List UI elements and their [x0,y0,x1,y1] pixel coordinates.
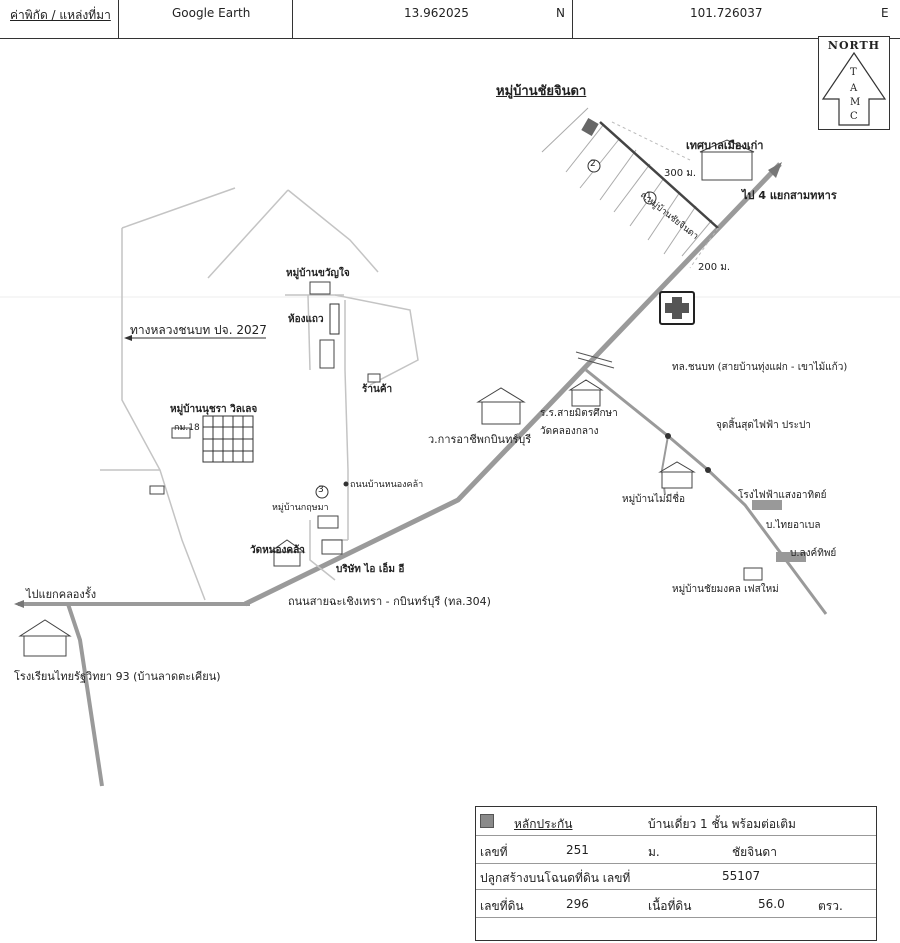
header-bar: ค่าพิกัด / แหล่งที่มา Google Earth 13.96… [0,0,900,39]
road-south [66,603,104,787]
arrow-ne [768,162,782,178]
label-municipality: เทศบาลเมืองเก่า [686,139,764,152]
number-label: เลขที่ [480,845,508,859]
north-arrow-icon [821,51,887,126]
label-to-4way: ไป 4 แยกสามทหาร [742,189,837,202]
label-village-nutsara: หมู่บ้านนุชรา วิลเลจ [170,404,258,415]
deed-value: 55107 [722,869,761,883]
label-num-1: 1 [646,191,652,201]
main-highway [243,162,782,607]
source-value: Google Earth [172,6,251,20]
collateral-swatch [480,814,494,828]
label-power-plant: โรงไฟฟ้าแสงอาทิตย์ [738,490,827,501]
label-village-mai: หมู่บ้านไม่มีชื่อ [622,494,685,505]
north-arrow: NORTH T A M C [818,36,890,130]
latitude-value: 13.962025 [404,6,469,20]
label-townhouse: ห้องแถว [288,314,324,325]
longitude-dir: E [881,6,889,20]
latitude-dir: N [556,6,565,20]
land-no-label: เลขที่ดิน [480,899,524,913]
moo-label: ม. [648,845,660,859]
number-value: 251 [566,843,589,857]
label-dist-300: 300 ม. [664,168,697,179]
label-km18: กม.18 [174,423,200,433]
location-map [0,107,900,787]
label-num-3: 3 [318,485,324,495]
label-nongkla-road: ถนนบ้านหนองคล้า [350,480,424,490]
label-rural-road2: ทล.ชนบท (สายบ้านทุ่งแฝก - เขาไม้แก้ว) [672,362,848,373]
north-letter-a: A [850,83,858,94]
area-label: เนื้อที่ดิน [648,899,692,913]
village-grid [202,415,254,463]
label-school-bottom: โรงเรียนไทยรัฐวิทยา 93 (บ้านลาดตะเคียน) [14,670,221,683]
label-village-chaimongkol: หมู่บ้านชัยมงคล เฟสใหม่ [672,584,779,595]
coord-label: ค่าพิกัด / แหล่งที่มา [10,8,111,22]
collateral-label: หลักประกัน [514,817,573,831]
longitude-value: 101.726037 [690,6,763,20]
north-letter-t: T [850,67,857,78]
label-bthai: บ.ไทยอาเบล [766,520,821,531]
label-main-road: ถนนสายฉะเชิงเทรา - กบินทร์บุรี (ทล.304) [288,595,491,608]
label-college: ว.การอาชีพกบินทร์บุรี [428,433,532,446]
label-village-kwanjai: หมู่บ้านขวัญใจ [286,268,350,279]
label-school-vocational: ร.ร.สายมิตรศึกษา [540,408,618,419]
label-rural-road: ทางหลวงชนบท ปจ. 2027 [130,323,267,337]
house-icons [18,139,763,657]
label-to-klongrung: ไปแยกคลองรั้ง [26,588,97,601]
label-village-kutsuma: หมู่บ้านกฤษมา [272,503,329,513]
house-type: บ้านเดี่ยว 1 ชั้น พร้อมต่อเติม [648,817,796,831]
label-power-end: จุดสิ้นสุดไฟฟ้า ประปา [716,420,811,431]
label-wat-nongkla: วัดหนองคล้า [250,545,305,556]
moo-value: ชัยจินดา [732,845,777,859]
north-letter-c: C [850,111,858,122]
north-letter-m: M [850,97,861,108]
label-bsongthip: บ.ลงค์ทิพย์ [790,548,837,559]
arrow-west [14,600,24,608]
land-no-value: 296 [566,897,589,911]
label-village-top: หมู่บ้านชัยจินดา [496,84,587,99]
area-value: 56.0 [758,897,785,911]
label-wat-klong: วัดคลองกลาง [540,426,599,437]
area-unit: ตรว. [818,899,843,913]
deed-label: ปลูกสร้างบนโฉนดที่ดิน เลขที่ [480,871,631,885]
label-dist-200: 200 ม. [698,262,731,273]
collateral-info-box: หลักประกัน บ้านเดี่ยว 1 ชั้น พร้อมต่อเติ… [475,806,877,941]
label-company: บริษัท ไอ เอ็ม อี [336,564,405,575]
north-word: NORTH [827,39,881,52]
label-num-2: 2 [590,159,596,169]
label-shop: ร้านค้า [362,384,393,395]
